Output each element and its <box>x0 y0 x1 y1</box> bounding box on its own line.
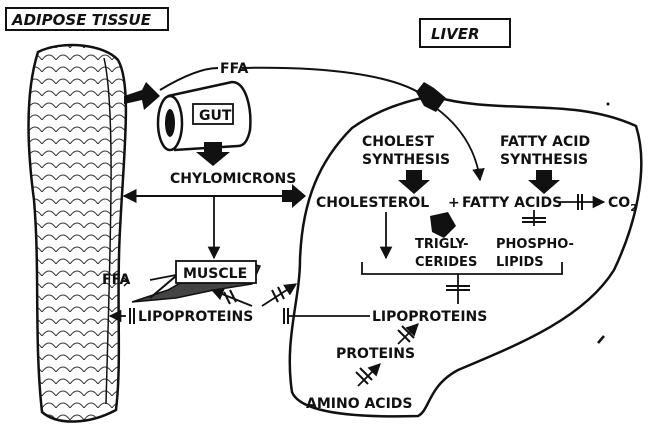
fatty-acid-synthesis-line1: FATTY ACID <box>500 134 590 150</box>
left-lipoproteins-flow: LIPOPROTEINS <box>110 308 370 325</box>
fatty-acids-to-co2-arrow <box>560 194 604 210</box>
fatty-acid-synthesis-line2: SYNTHESIS <box>500 152 588 168</box>
proteins-to-lipoproteins-arrow <box>398 324 418 344</box>
cholesterol-label: CHOLESTEROL <box>316 195 429 211</box>
triglycerides-line2: CERIDES <box>415 255 477 270</box>
liver-title-box: LIVER <box>420 19 510 47</box>
fatty-acids-label: FATTY ACIDS <box>462 195 562 211</box>
fatty-acids-to-phospholipids-arrow <box>522 210 546 226</box>
plus-sign: + <box>448 195 460 211</box>
cholest-synthesis-block-arrow <box>398 170 430 194</box>
chylomicrons-to-liver-block-arrow <box>282 184 306 208</box>
cholest-synthesis-line2: SYNTHESIS <box>362 152 450 168</box>
bracket-to-lipoproteins-arrow <box>446 274 470 304</box>
adipose-tissue-title: ADIPOSE TISSUE <box>11 11 152 29</box>
lipoproteins-left-label: LIPOPROTEINS <box>138 309 253 325</box>
liver-title: LIVER <box>431 25 480 43</box>
muscle-shape: MUSCLE <box>132 261 260 302</box>
triglycerides-line1: TRIGLY- <box>415 237 469 252</box>
phospholipids-line2: LIPIDS <box>496 255 544 270</box>
gut-shape: GUT <box>158 82 250 150</box>
fatty-acids-to-triglycerides-block-arrow <box>430 212 456 238</box>
ffa-top-label: FFA <box>220 61 249 77</box>
speck-dot <box>607 103 610 106</box>
muscle-label: MUSCLE <box>183 266 247 282</box>
cholest-synthesis-line1: CHOLEST <box>362 134 434 150</box>
fatty-acid-synthesis-block-arrow <box>528 170 560 194</box>
amino-acids-to-proteins-arrow <box>356 364 380 386</box>
co2-label: CO2 <box>608 195 637 214</box>
speck-mark <box>598 336 604 343</box>
ffa-to-fatty-acids-arrow <box>436 108 480 180</box>
amino-acids-label: AMINO ACIDS <box>306 396 413 412</box>
adipose-tissue-shape <box>28 45 126 422</box>
chylomicrons-label: CHYLOMICRONS <box>170 171 296 187</box>
adipose-ffa-block-arrow <box>124 82 160 110</box>
proteins-label: PROTEINS <box>336 346 415 362</box>
gut-label: GUT <box>199 108 232 124</box>
phospholipids-line1: PHOSPHO- <box>496 237 574 252</box>
adipose-tissue-box: ADIPOSE TISSUE <box>6 8 168 30</box>
liver-entry-block-arrow <box>416 82 446 112</box>
lipoproteins-liver-label: LIPOPROTEINS <box>372 309 487 325</box>
